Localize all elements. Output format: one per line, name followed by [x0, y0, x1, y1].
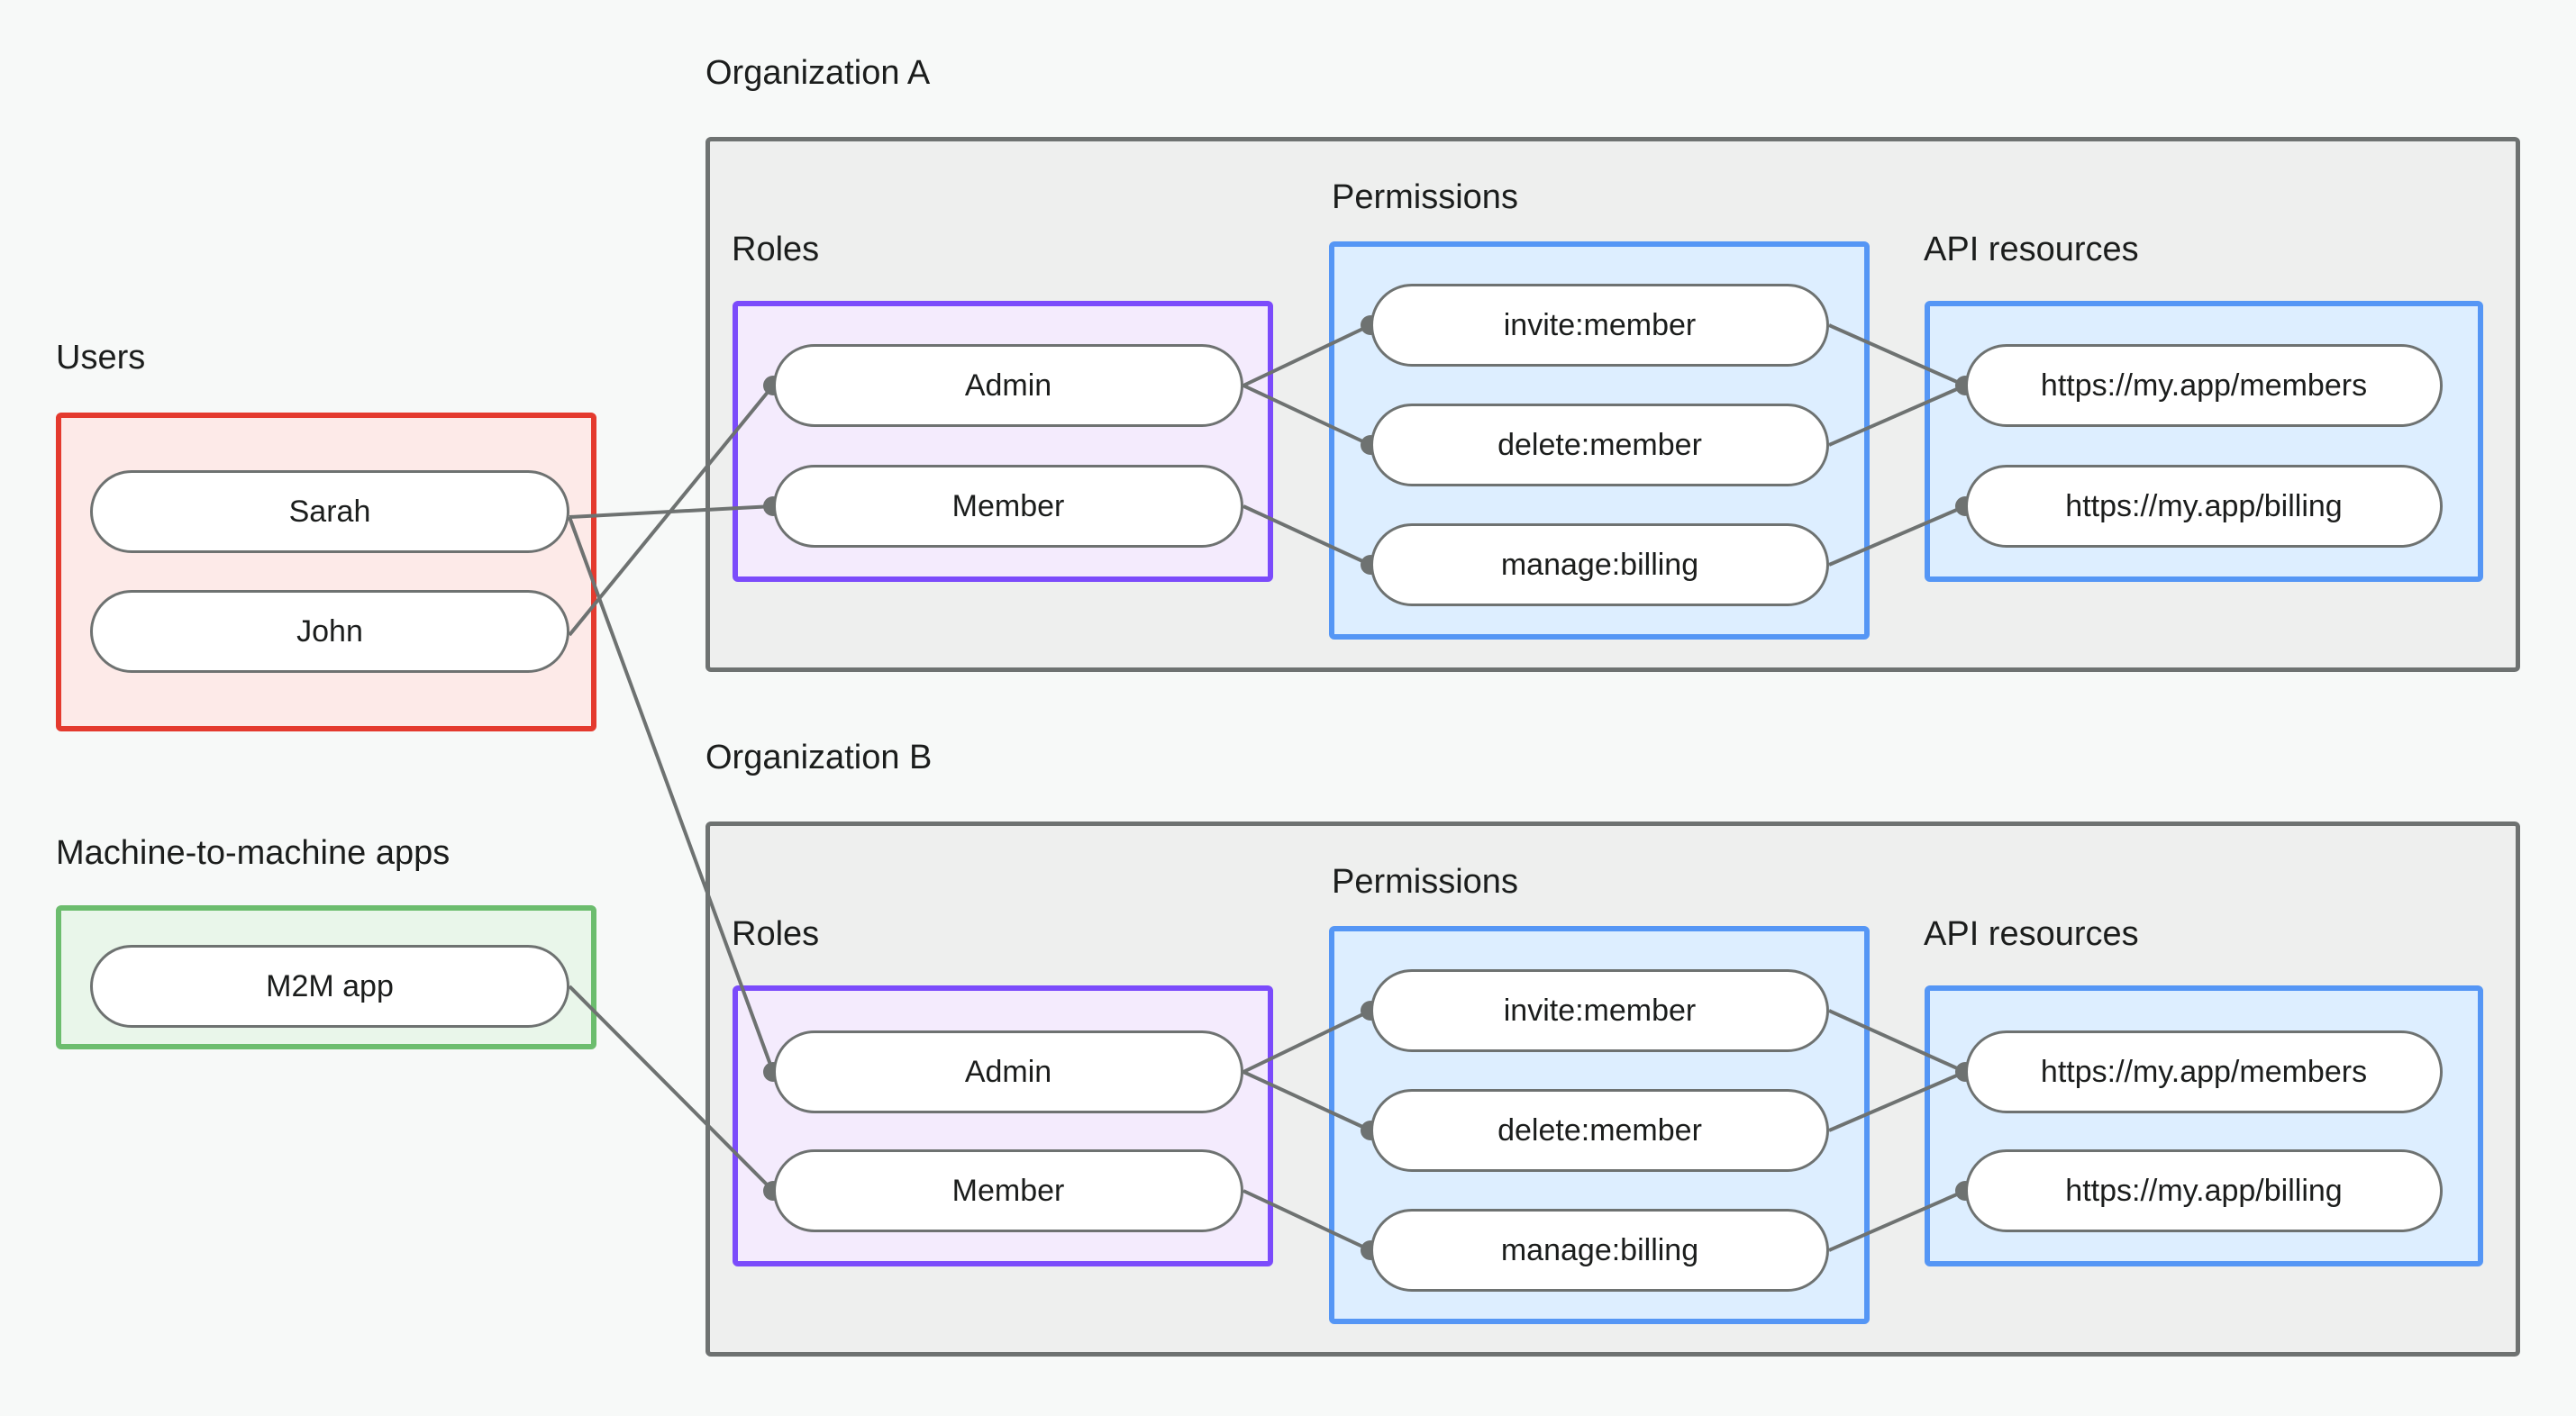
api-pill-label: https://my.app/members — [2040, 1054, 2368, 1089]
org-a-permission-pill-invite-member[interactable]: invite:member — [1370, 284, 1829, 367]
edge-orga-admin-invite — [1242, 323, 1371, 387]
role-pill-label: Member — [951, 1173, 1065, 1208]
user-pill-john[interactable]: John — [90, 590, 569, 673]
m2m-title: Machine-to-machine apps — [56, 834, 451, 872]
org-b-permission-pill-delete-member[interactable]: delete:member — [1370, 1089, 1829, 1172]
org-b-api-title: API resources — [1924, 915, 2139, 953]
permission-pill-label: invite:member — [1503, 993, 1697, 1028]
permission-pill-label: manage:billing — [1500, 547, 1699, 582]
role-pill-label: Member — [951, 488, 1065, 523]
org-b-title: Organization B — [705, 739, 933, 776]
org-b-roles-title: Roles — [732, 915, 820, 953]
org-a-permission-pill-delete-member[interactable]: delete:member — [1370, 404, 1829, 486]
org-b-api-pill-billing[interactable]: https://my.app/billing — [1965, 1149, 2443, 1232]
org-b-role-pill-member[interactable]: Member — [773, 1149, 1243, 1232]
edge-orgb-invite-members — [1828, 1009, 1966, 1074]
org-a-api-pill-billing[interactable]: https://my.app/billing — [1965, 465, 2443, 548]
user-pill-label: John — [296, 613, 363, 649]
org-b-role-pill-admin[interactable]: Admin — [773, 1030, 1243, 1113]
org-a-api-pill-members[interactable]: https://my.app/members — [1965, 344, 2443, 427]
edge-john-orga-admin — [568, 384, 775, 637]
edge-orga-admin-delete — [1242, 384, 1371, 447]
user-pill-label: Sarah — [288, 494, 371, 529]
org-a-permission-pill-manage-billing[interactable]: manage:billing — [1370, 523, 1829, 606]
permission-pill-label: invite:member — [1503, 307, 1697, 342]
role-pill-label: Admin — [964, 1054, 1052, 1089]
org-a-role-pill-admin[interactable]: Admin — [773, 344, 1243, 427]
org-a-roles-title: Roles — [732, 231, 820, 268]
edge-orgb-member-billing — [1242, 1189, 1371, 1252]
m2m-pill-label: M2M app — [266, 968, 394, 1003]
edge-orgb-billing-api — [1828, 1189, 1966, 1252]
permission-pill-label: delete:member — [1497, 1112, 1702, 1148]
org-a-permissions-title: Permissions — [1332, 178, 1518, 216]
edge-orga-member-billing — [1242, 504, 1371, 567]
api-pill-label: https://my.app/billing — [2065, 488, 2343, 523]
edge-orgb-delete-members — [1828, 1070, 1966, 1132]
org-b-permissions-title: Permissions — [1332, 863, 1518, 901]
org-a-title: Organization A — [705, 54, 931, 92]
edge-orgb-admin-delete — [1242, 1070, 1371, 1132]
m2m-pill-app[interactable]: M2M app — [90, 945, 569, 1028]
users-title: Users — [56, 339, 146, 377]
permission-pill-label: delete:member — [1497, 427, 1702, 462]
permission-pill-label: manage:billing — [1500, 1232, 1699, 1267]
edge-m2m-orgb-member — [568, 985, 775, 1193]
org-b-permission-pill-invite-member[interactable]: invite:member — [1370, 969, 1829, 1052]
api-pill-label: https://my.app/billing — [2065, 1173, 2343, 1208]
users-box — [56, 413, 596, 731]
org-b-permission-pill-manage-billing[interactable]: manage:billing — [1370, 1209, 1829, 1292]
api-pill-label: https://my.app/members — [2040, 368, 2368, 403]
edge-orga-delete-members — [1828, 384, 1966, 447]
user-pill-sarah[interactable]: Sarah — [90, 470, 569, 553]
org-b-api-pill-members[interactable]: https://my.app/members — [1965, 1030, 2443, 1113]
role-pill-label: Admin — [964, 368, 1052, 403]
org-a-role-pill-member[interactable]: Member — [773, 465, 1243, 548]
org-a-api-title: API resources — [1924, 231, 2139, 268]
edge-orga-billing-api — [1828, 504, 1966, 567]
edge-orga-invite-members — [1828, 323, 1966, 387]
edge-sarah-orgb-admin — [568, 516, 775, 1073]
edge-orgb-admin-invite — [1242, 1009, 1371, 1074]
